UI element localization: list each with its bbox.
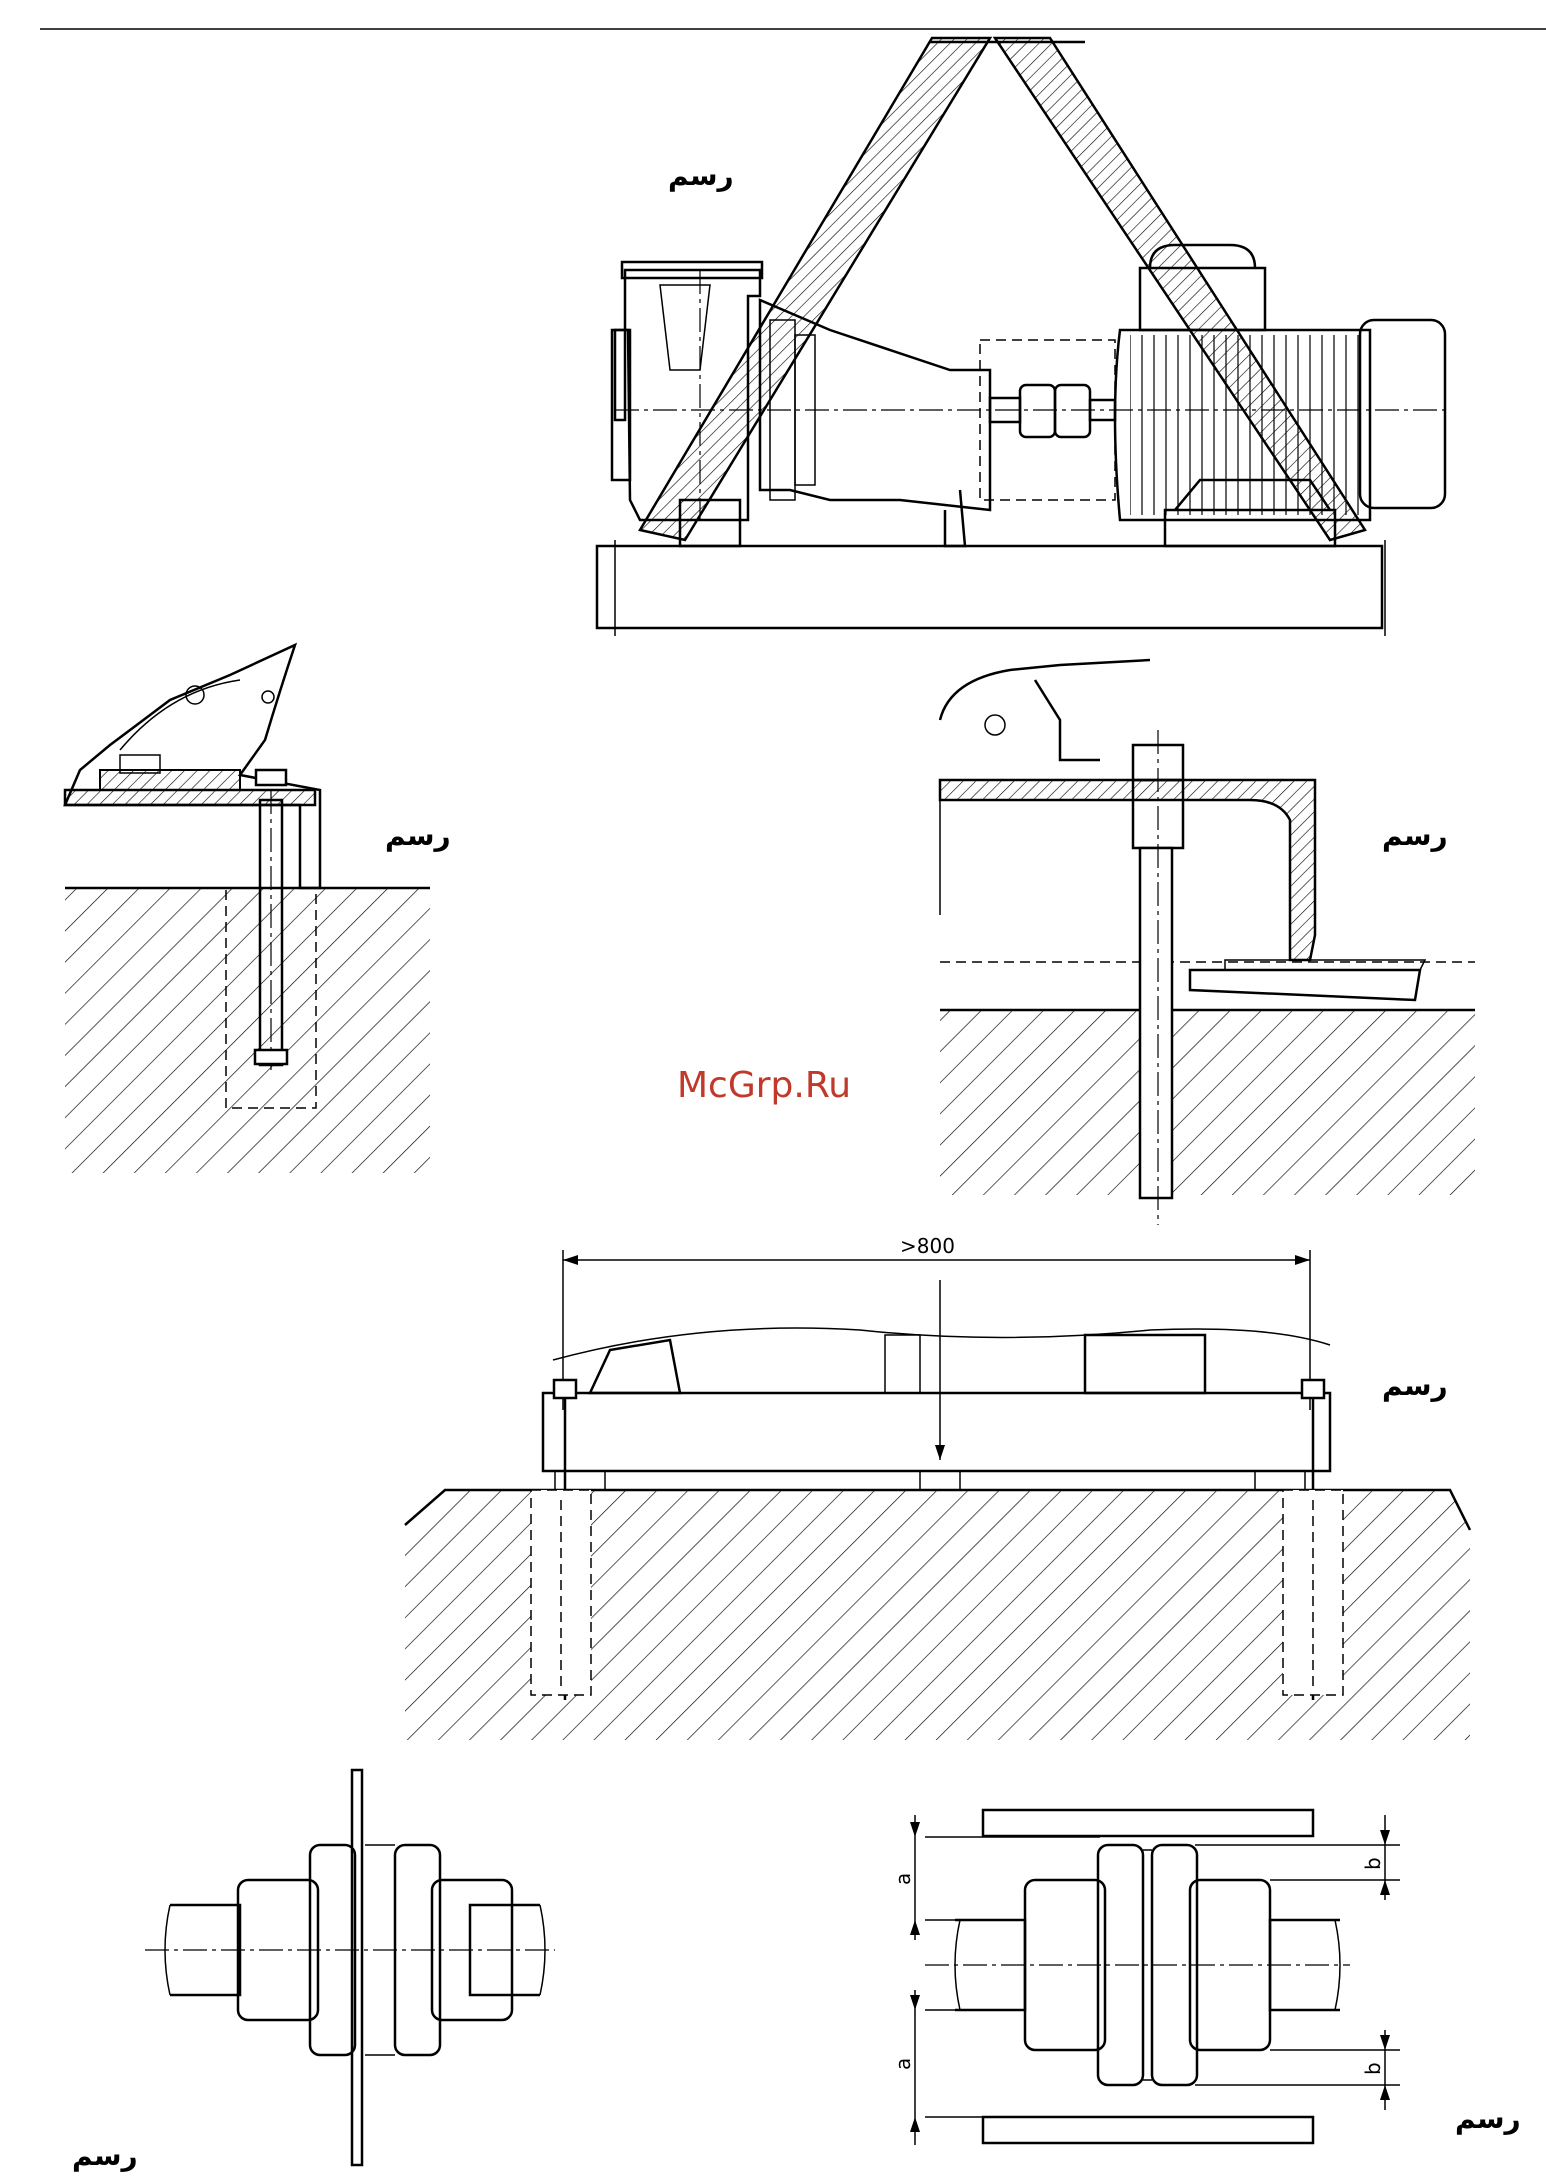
straightedge	[352, 1770, 362, 2165]
watermark: McGrp.Ru	[677, 1068, 851, 1104]
label-b-bottom: b	[1361, 2062, 1385, 2075]
dimension-label: >800	[900, 1234, 955, 1258]
caption-fig-baseplate-grouting: رسم	[1382, 1372, 1448, 1400]
bolt-shank	[1140, 848, 1172, 1198]
fig-coupling-gap-drawing: a a b b	[891, 1810, 1400, 2145]
fig-baseplate-grouting-drawing: >800	[405, 1234, 1470, 1740]
caption-fig-coupling-straightedge: رسم	[72, 2142, 138, 2170]
baseplate-flange	[940, 780, 1315, 960]
fig-coupling-straightedge-drawing	[145, 1770, 555, 2165]
straightedge-top	[983, 1810, 1313, 1836]
fig-lifting-drawing	[597, 38, 1450, 636]
fig-foundation-bolt-drawing	[65, 645, 430, 1173]
label-a-bottom: a	[891, 2058, 915, 2070]
caption-fig-foundation-bolt: رسم	[385, 822, 451, 850]
grout-baseplate	[543, 1393, 1330, 1471]
coupling-half-left	[1020, 385, 1055, 437]
baseplate-section	[65, 790, 315, 805]
label-a-top: a	[891, 1873, 915, 1885]
label-b-top: b	[1361, 1857, 1385, 1870]
motor-fan-cover	[1360, 320, 1445, 508]
straightedge-bottom	[983, 2117, 1313, 2143]
caption-fig-lifting: رسم	[668, 162, 734, 190]
baseplate	[597, 546, 1382, 628]
coupling-half-right	[1055, 385, 1090, 437]
fig-shim-support-drawing	[940, 660, 1475, 1225]
caption-fig-shim-support: رسم	[1382, 822, 1448, 850]
wedge-shim	[1190, 970, 1420, 1000]
caption-fig-coupling-gap: رسم	[1455, 2105, 1521, 2133]
